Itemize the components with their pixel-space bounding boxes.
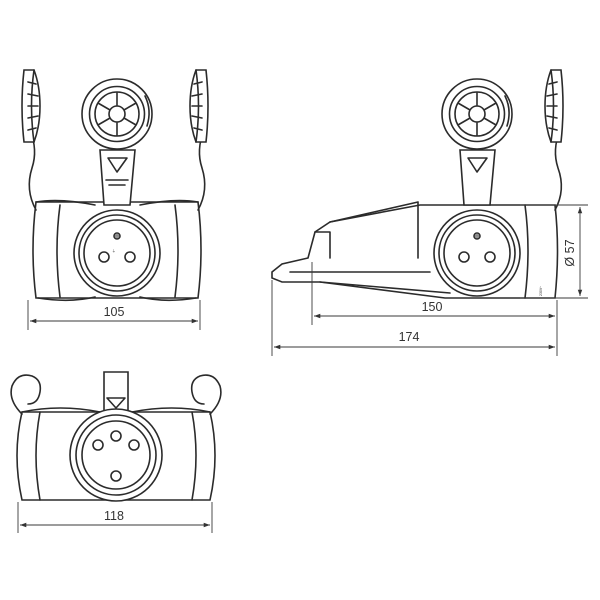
dimension-side-total-length: 174 [399,330,420,344]
side-view: 230V~ Ø 57 150 174 [271,69,588,356]
side-socket [433,209,521,297]
front-socket [73,209,161,297]
side-knob [441,78,513,150]
side-rating-marking: 230V~ [539,286,543,296]
front-pin-marking: ⏚ [112,248,116,253]
dimension-front-width: 105 [104,305,125,319]
dimension-bottom-width: 118 [104,509,124,523]
front-view: ⏚ 105 [21,69,209,330]
dimension-side-body-length: 150 [422,300,443,314]
dimension-socket-diameter: Ø 57 [563,239,577,266]
bottom-view: 118 [10,371,222,533]
front-knob [81,78,153,150]
